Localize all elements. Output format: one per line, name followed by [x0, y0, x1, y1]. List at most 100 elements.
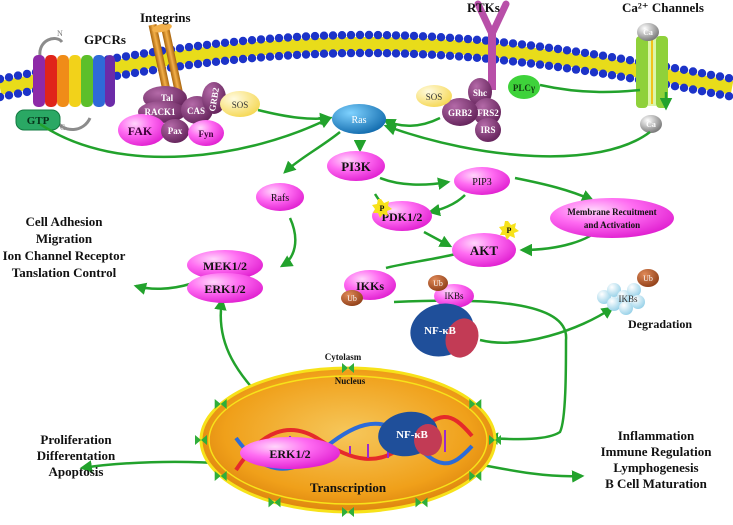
degradation-label: Degradation [628, 317, 692, 331]
membrane-lipid-head [508, 39, 518, 48]
membrane-lipid-head [130, 68, 140, 78]
membrane-lipid-head [463, 52, 473, 62]
pip3-label: PIP3 [472, 177, 491, 188]
membrane-lipid-head [139, 49, 149, 58]
nuclear-pore [489, 435, 501, 445]
membrane-lipid-head [292, 50, 302, 60]
pdk-node: PDK1/2 P [372, 199, 432, 231]
nfkb-label: NF-κB [424, 325, 456, 337]
outcome-inflammation-line3: Lymphogenesis [613, 460, 698, 475]
membrane-lipid-head [670, 82, 680, 91]
membrane-lipid-head [679, 65, 689, 75]
membrane-lipid-head [0, 92, 5, 102]
nucleus: ERK1/2 NF-κB Transcription [199, 366, 497, 514]
rafs-node: Rafs [256, 183, 304, 211]
frs2-label: FRS2 [477, 108, 499, 118]
nfkb-node: NF-κB [410, 303, 479, 358]
membrane-lipid-head [283, 33, 293, 42]
membrane-lipid-head [724, 74, 733, 83]
membrane-lipid-head [508, 57, 518, 66]
ca-ion-top: Ca [643, 28, 653, 37]
membrane-lipid-head [499, 56, 509, 65]
fyn-label: Fyn [198, 129, 213, 139]
membrane-recruit-line2: and Activation [584, 220, 640, 230]
membrane-lipid-head [391, 31, 401, 40]
membrane-lipid-head [121, 70, 131, 79]
membrane-lipid-head [427, 32, 437, 41]
membrane-lipid-head [184, 60, 194, 70]
membrane-lipid-head [202, 40, 212, 50]
irs-label: IRS [480, 125, 495, 135]
membrane-lipid-head [274, 33, 284, 43]
membrane-lipid-head [247, 36, 257, 45]
membrane-lipid-head [247, 54, 257, 63]
membrane-lipid-head [697, 87, 707, 96]
membrane-lipid-head [319, 31, 329, 40]
akt-node: AKT P [452, 221, 519, 267]
pi3k-label: PI3K [341, 159, 372, 174]
membrane-lipid-head [202, 58, 212, 68]
membrane-lipid-head [364, 30, 374, 40]
membrane-lipid-head [517, 58, 527, 67]
membrane-lipid-head [706, 88, 716, 98]
outcome-proliferation-line1: Proliferation [40, 432, 112, 447]
membrane-lipid-head [598, 51, 608, 60]
membrane-lipid-head [4, 91, 14, 100]
rafs-label: Rafs [271, 193, 289, 204]
integrins-title: Integrins [140, 10, 191, 25]
gtp-label: GTP [27, 115, 50, 127]
membrane-lipid-head [598, 69, 608, 78]
membrane-lipid-head [436, 33, 446, 42]
membrane-lipid-head [193, 41, 203, 51]
membrane-lipid-head [517, 40, 527, 49]
erk-label: ERK1/2 [204, 282, 245, 296]
membrane-lipid-head [175, 44, 185, 53]
outcome-inflammation-line2: Immune Regulation [601, 444, 713, 459]
nfkb-nucleus-label: NF-κB [396, 429, 428, 441]
tal-label: Tal [161, 93, 174, 103]
mek-erk-node: MEK1/2 ERK1/2 [187, 250, 263, 303]
membrane-lipid-head [373, 48, 383, 58]
membrane-lipid-head [283, 51, 293, 60]
membrane-lipid-head [238, 54, 248, 64]
ras-label: Ras [352, 115, 367, 126]
ca-ion-bottom: Ca [646, 120, 656, 129]
shc-label: Shc [473, 88, 487, 98]
membrane-lipid-head [0, 74, 5, 84]
membrane-lipid-head [229, 37, 239, 47]
membrane-lipid-head [13, 89, 23, 98]
ub-degr: Ub [643, 274, 653, 283]
gpcr-n-terminus: N [57, 29, 63, 38]
membrane-lipid-head [436, 51, 446, 60]
phospho-pdk: P [380, 204, 385, 213]
integrin-receptor [148, 23, 184, 97]
membrane-lipid-head [589, 50, 599, 59]
pip3-node: PIP3 [454, 167, 510, 195]
outcome-cell-adhesion-line1: Cell Adhesion [26, 214, 104, 229]
membrane-lipid-head [697, 69, 707, 78]
gpcrs-title: GPCRs [84, 32, 126, 47]
membrane-lipid-head [535, 42, 545, 51]
membrane-lipid-head [211, 39, 221, 48]
rtk-adaptor-complex: Shc FRS2 GRB2 IRS SOS PLCγ [416, 75, 540, 142]
membrane-lipid-head [535, 60, 545, 69]
membrane-lipid-head [706, 70, 716, 80]
akt-label: AKT [470, 243, 499, 258]
rack1-label: RACK1 [145, 107, 176, 117]
grb2-integrin-label: GRB2 [207, 86, 221, 112]
membrane-lipid-head [22, 87, 32, 97]
membrane-lipid-head [553, 62, 563, 72]
membrane-lipid-head [121, 52, 131, 61]
nuclear-pore [214, 399, 227, 409]
membrane-lipid-head [562, 46, 572, 55]
ikbs-label: IKBs [444, 291, 463, 301]
nuclear-pore [415, 497, 428, 508]
membrane-lipid-head [301, 50, 311, 59]
membrane-lipid-head [301, 32, 311, 41]
nuclear-pore [342, 507, 354, 517]
outcome-cell-adhesion-line3: Ion Channel Receptor [3, 248, 126, 263]
membrane-lipid-head [13, 71, 23, 80]
membrane-lipid-head [688, 67, 698, 76]
outcome-cell-adhesion: Cell Adhesion Migration Ion Channel Rece… [3, 214, 126, 280]
membrane-lipid-head [589, 68, 599, 77]
